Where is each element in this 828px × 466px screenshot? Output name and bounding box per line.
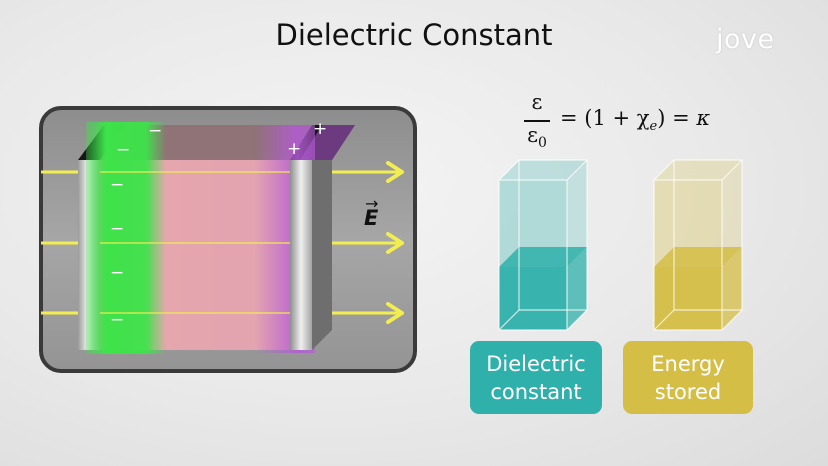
vector-arrow-icon: →	[365, 194, 379, 213]
fill-side	[722, 247, 742, 330]
field-arrow-icon	[386, 161, 404, 183]
glass-top	[499, 160, 587, 180]
negative-charge: −	[148, 121, 162, 141]
positive-charge: +	[287, 139, 301, 159]
negative-charge: −	[116, 140, 130, 160]
negative-charge: −	[110, 219, 124, 239]
dielectric-formula: ε ε0 = (1 + χe) = κ	[520, 90, 760, 152]
glass-front	[654, 180, 722, 267]
negative-charge: −	[110, 175, 124, 195]
field-arrow-icon	[386, 302, 404, 324]
page-title: Dielectric Constant	[275, 18, 553, 52]
right-plate	[290, 160, 312, 350]
glass-front	[499, 180, 567, 267]
glass-side	[722, 160, 742, 267]
electric-field-label: → E	[364, 194, 379, 230]
negative-charge: −	[110, 263, 124, 283]
energy-stored-label: Energy stored	[623, 341, 753, 414]
energy-stored-container	[653, 159, 743, 331]
fill-top-surface	[654, 247, 742, 267]
formula-numerator: ε	[531, 90, 543, 114]
field-arrow-icon	[386, 232, 404, 254]
jove-logo: jove	[716, 24, 775, 55]
dielectric-constant-container	[498, 159, 588, 331]
negative-charge-glow	[86, 122, 166, 354]
glass-side	[567, 160, 587, 267]
fraction-bar	[524, 120, 550, 122]
positive-charge: +	[313, 119, 327, 139]
formula-rhs: = (1 + χe) = κ	[560, 106, 711, 135]
formula-denominator: ε0	[527, 123, 547, 152]
negative-charge: −	[110, 310, 124, 330]
glass-top	[654, 160, 742, 180]
right-plate-side	[312, 160, 332, 350]
fill-side	[567, 247, 587, 330]
fill-top-surface	[499, 247, 587, 267]
dielectric-constant-label: Dielectric constant	[470, 341, 602, 414]
